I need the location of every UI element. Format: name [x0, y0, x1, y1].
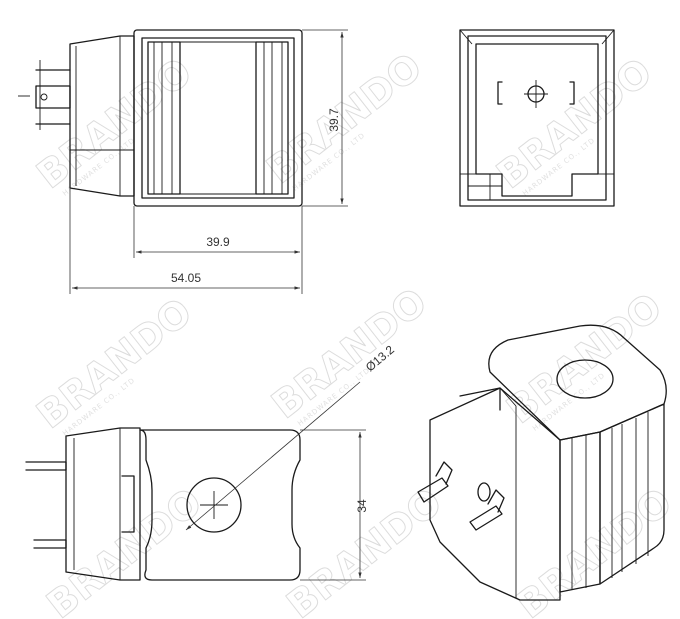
- dimension-width-total-label: 54.05: [171, 271, 201, 285]
- dimension-height-front-label: 34: [355, 499, 369, 513]
- dimension-height-front: 34: [300, 429, 369, 581]
- terminal-blades-front: [25, 461, 67, 549]
- dimension-height-side: 39.7: [302, 29, 348, 207]
- end-view: [459, 29, 615, 207]
- watermark-group: BRANDO HARDWARE CO., LTD BRANDO HARDWARE…: [28, 44, 680, 619]
- core-hole: [186, 477, 242, 533]
- watermark-brand: BRANDO: [488, 50, 660, 198]
- watermark-brand: BRANDO: [258, 45, 430, 193]
- watermark-brand: BRANDO: [28, 290, 200, 438]
- iso-terminal: [417, 477, 449, 503]
- dimension-width-body-label: 39.9: [206, 235, 230, 249]
- terminal-blade: [18, 60, 71, 130]
- watermark-brand: BRANDO: [28, 50, 200, 198]
- watermark-brand: BRANDO: [498, 285, 670, 433]
- watermark-brand: BRANDO: [508, 480, 680, 619]
- terminal-mark: [569, 81, 575, 105]
- iso-connector: [429, 387, 561, 601]
- coil-face: [139, 429, 301, 581]
- coil-body: [133, 29, 303, 207]
- iso-core-hole: [556, 359, 614, 399]
- terminal-mark: [497, 81, 503, 105]
- iso-terminal: [469, 505, 503, 531]
- dimension-width-total: 54.05: [69, 188, 303, 294]
- iso-coil-top: [488, 324, 667, 441]
- watermark-brand: BRANDO: [38, 480, 210, 619]
- watermark-brand: BRANDO: [263, 280, 435, 428]
- side-view: 39.7 39.9 54.05: [18, 29, 348, 294]
- dimension-width-body: 39.9: [133, 206, 303, 258]
- iso-pin-hole: [477, 482, 491, 502]
- dimension-height-side-label: 39.7: [327, 108, 341, 132]
- isometric-view: [417, 324, 667, 601]
